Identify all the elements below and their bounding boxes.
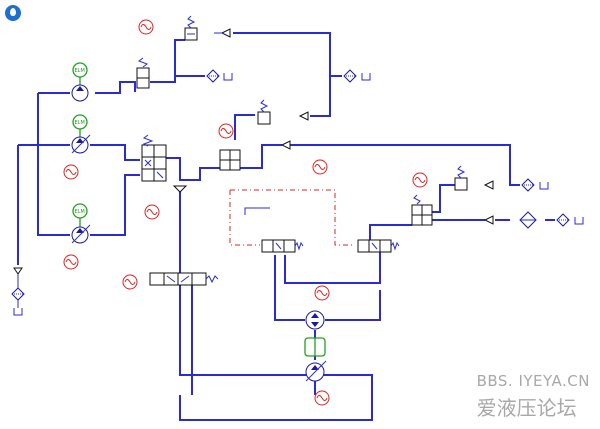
filter-icon [11,287,25,301]
signal-source-icon [138,19,154,35]
pumps [71,84,327,382]
signal-source-icon [314,390,330,406]
filter-icon [521,178,535,192]
tanks [13,73,584,316]
mid-check-line [240,144,282,169]
variable-pump-icon [71,134,91,154]
hydraulic-motor-icon [305,310,325,330]
directional-valve-icon [136,57,150,89]
return-top-line [233,32,331,117]
motor-loop-right [325,290,381,321]
right-valve-feed [369,224,412,240]
directional-valve-icon [261,239,304,253]
directional-valve-icon [357,239,400,253]
pilot-line-top [230,189,355,246]
tank-icon [539,182,549,190]
relief-valves [184,15,468,191]
tank-icon [13,308,23,316]
watermark-name: 爱液压论坛 [476,396,577,420]
signal-source-icon [122,274,138,290]
tank-icon [361,73,371,81]
variable-pump-icon [71,224,91,244]
top-relief-branch [150,39,185,83]
check-valve-icon [172,185,188,193]
tank-icon [574,217,584,225]
pump-inlet-manifold [37,93,70,236]
center-crossover [284,250,381,284]
filter-icon [556,213,570,227]
electric-motors: ELM ELM ELM [72,62,326,357]
check-valve-icon [13,267,23,275]
directional-valves [136,57,433,286]
relief-valve-icon [184,15,198,41]
filters [11,69,570,301]
signal-source-icon [144,204,160,220]
motor-tag: ELM [75,209,85,215]
valve-output-line [165,157,220,181]
check-valve-icon [280,140,291,150]
signal-source-icon [312,159,328,175]
check-valves [13,28,494,275]
signal-source-icon [63,164,79,180]
hydraulic-pump-icon [305,360,327,382]
electric-motor-icon: ELM [72,203,88,227]
long-return-line [290,144,520,186]
check-valve-icon [483,180,494,190]
signal-sources [63,19,428,406]
relief-valve-icon [454,165,468,191]
check-valve-icon [214,28,231,38]
watermark: BBS. IYEYA.CN 爱液压论坛 [477,372,590,421]
mid-relief-feed [234,114,255,140]
lower-loop-line [179,190,373,421]
electric-motor-icon: ELM [72,62,88,86]
signal-source-icon [412,172,428,188]
directional-valve-icon [219,149,241,171]
check-valve-icon [298,111,309,121]
pilot-line-left [229,190,260,246]
signal-source-icon [63,254,79,270]
filter-icon [343,69,357,83]
hydraulic-lines [17,32,555,421]
relief-valve-icon [257,99,271,125]
motor-tag: ELM [75,68,85,74]
signal-source-icon [218,123,234,139]
filter-icon [206,69,220,83]
pump3-outlet [90,174,140,236]
watermark-site: BBS. IYEYA.CN [476,372,590,390]
directional-valve-icon [411,194,433,226]
directional-valve-icon [141,134,167,182]
motor-tag: ELM [75,120,85,126]
pump2-outlet [90,144,140,161]
electric-motor-icon: ELM [72,114,88,138]
electric-motor-icon [304,337,326,357]
tank-icon [223,73,233,81]
variable-pump-icon [71,84,89,102]
pilot-drain [244,207,270,215]
filter-icon [519,211,537,229]
directional-valve-icon [149,272,219,286]
center-valve-out [274,255,305,321]
pump1-outlet [95,81,136,94]
check-valve-icon [483,215,494,225]
signal-source-icon [314,285,330,301]
water-drop-icon [5,5,21,21]
